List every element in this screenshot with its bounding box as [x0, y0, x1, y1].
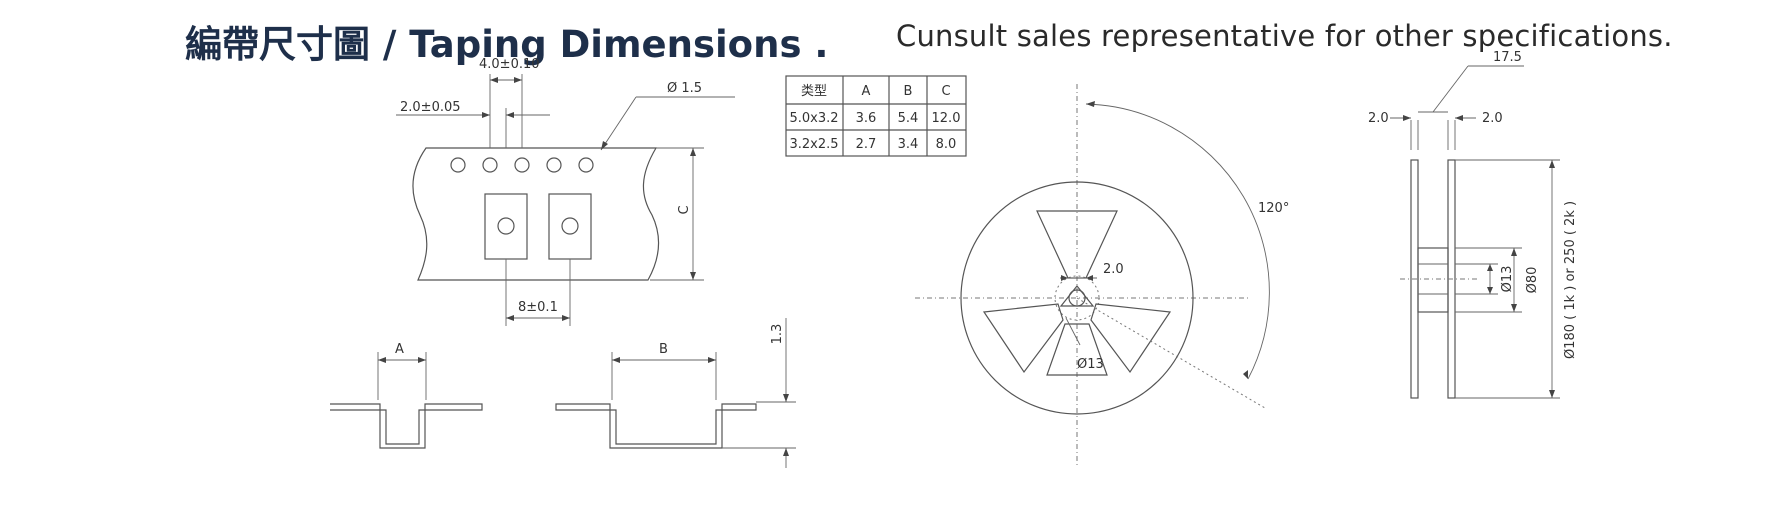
page-title: 編帶尺寸圖 / Taping Dimensions . — [185, 23, 829, 66]
table-header-type: 类型 — [801, 84, 827, 99]
side-outer-label: Ø180 ( 1k ) or 250 ( 2k ) — [1563, 201, 1578, 359]
reel-slot-label: 2.0 — [1103, 262, 1124, 277]
hole-pitch-label: 4.0±0.10 — [479, 57, 540, 72]
dimension-table: 类型 A B C 5.0x3.2 3.6 5.4 12.0 3.2x2.5 2.… — [785, 75, 967, 157]
table-cell: 3.6 — [856, 111, 877, 126]
table-header-a: A — [862, 84, 871, 99]
reel-hub-label: Ø13 — [1077, 357, 1104, 372]
pocket-b-label: B — [659, 342, 668, 357]
side-inner-label: Ø80 — [1525, 267, 1540, 294]
reel-angle-label: 120° — [1258, 201, 1289, 216]
table-cell: 3.2x2.5 — [789, 137, 838, 152]
side-hub-label: Ø13 — [1500, 266, 1515, 293]
hole-offset-label: 2.0±0.05 — [400, 100, 461, 115]
pocket-section-a: A — [330, 342, 483, 449]
tape-top-view: 4.0±0.10 2.0±0.05 Ø 1.5 C 8±0.1 — [396, 57, 735, 326]
pocket-section-b: B 1.3 — [555, 318, 796, 468]
table-header-c: C — [941, 84, 950, 99]
table-cell: 12.0 — [932, 111, 961, 126]
pocket-pitch-label: 8±0.1 — [518, 300, 558, 315]
side-right-label: 2.0 — [1482, 111, 1503, 126]
reel-side-view: 17.5 2.0 2.0 Ø13 Ø80 Ø180 ( 1k ) or 250 … — [1368, 50, 1578, 399]
tape-width-label: C — [677, 205, 692, 214]
table-cell: 8.0 — [936, 137, 957, 152]
side-left-label: 2.0 — [1368, 111, 1389, 126]
table-header-b: B — [904, 84, 913, 99]
table-cell: 5.4 — [898, 111, 919, 126]
reel-front-view: 120° 2.0 Ø13 — [915, 84, 1289, 466]
sales-note: Cunsult sales representative for other s… — [896, 19, 1673, 53]
side-width-label: 17.5 — [1493, 50, 1522, 65]
table-cell: 2.7 — [856, 137, 877, 152]
pocket-a-label: A — [395, 342, 404, 357]
table-cell: 3.4 — [898, 137, 919, 152]
hole-diameter-label: Ø 1.5 — [667, 81, 702, 96]
pocket-depth-label: 1.3 — [770, 324, 785, 345]
table-cell: 5.0x3.2 — [789, 111, 838, 126]
